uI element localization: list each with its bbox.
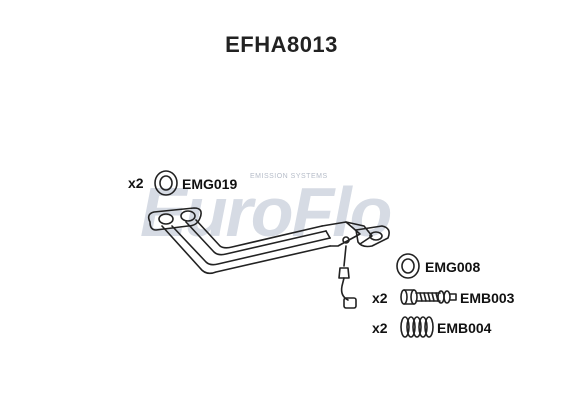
watermark-tagline: EMISSION SYSTEMS [250, 173, 328, 180]
qty-emb003: x2 [372, 290, 388, 306]
label-emg019: EMG019 [182, 176, 238, 192]
gasket-emg008-icon [396, 253, 420, 279]
bolt-emb003-icon [400, 289, 457, 305]
spring-emb004-icon [400, 316, 434, 338]
euroflo-watermark: EuroFlo [140, 172, 392, 252]
label-emb004: EMB004 [437, 320, 492, 336]
label-emb003: EMB003 [460, 290, 515, 306]
gasket-emg019-icon [154, 170, 178, 196]
qty-emg019: x2 [128, 175, 144, 191]
qty-emb004: x2 [372, 320, 388, 336]
watermark-brand: EuroFlo [140, 173, 392, 251]
lambda-sensor-icon [338, 245, 357, 309]
part-number-title: EFHA8013 [225, 32, 338, 57]
front-pipe-icon [147, 207, 390, 275]
label-emg008: EMG008 [425, 259, 481, 275]
